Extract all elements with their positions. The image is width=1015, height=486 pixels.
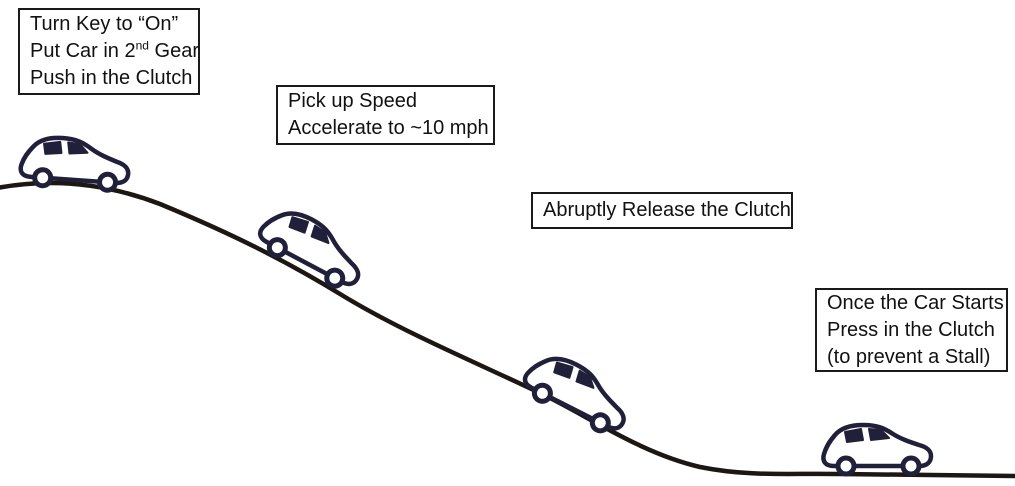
step1-line2: Put Car in 2nd Gear	[30, 38, 199, 62]
step4-box: Once the Car Starts Press in the Clutch …	[815, 288, 1008, 372]
step2-line1: Pick up Speed	[288, 90, 417, 112]
step4-line1: Once the Car Starts	[827, 291, 1004, 314]
step1-superscript: nd	[135, 38, 149, 53]
step2-box: Pick up Speed Accelerate to ~10 mph	[276, 85, 495, 145]
step1-box: Turn Key to “On” Put Car in 2nd Gear Pus…	[18, 8, 200, 95]
hill-slope-line	[0, 180, 1015, 479]
cars-group	[20, 135, 931, 474]
step4-line2: Press in the Clutch	[827, 318, 995, 341]
car-at-bottom-flat	[823, 425, 931, 474]
step1-line1: Turn Key to “On”	[30, 13, 179, 35]
step1-line3: Push in the Clutch	[30, 67, 193, 89]
step3-box: Abruptly Release the Clutch	[531, 192, 793, 229]
car-on-upper-slope	[254, 201, 372, 295]
step2-line2: Accelerate to ~10 mph	[288, 117, 489, 139]
car-on-lower-slope	[519, 347, 637, 440]
step3-line1: Abruptly Release the Clutch	[543, 199, 791, 221]
step4-line3: (to prevent a Stall)	[827, 345, 991, 368]
